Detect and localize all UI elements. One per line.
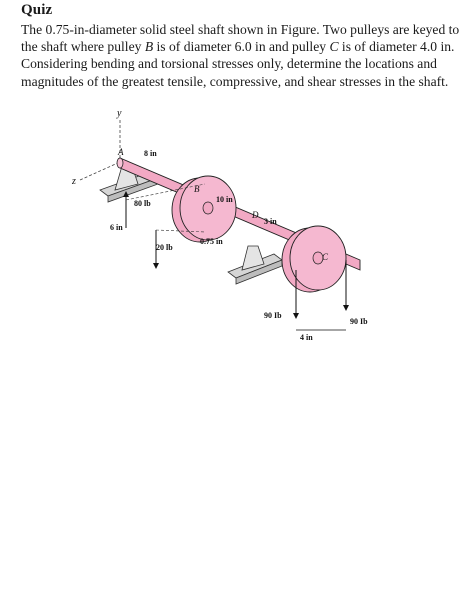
point-d-label: D bbox=[251, 210, 259, 220]
dim-6in-label: 6 in bbox=[110, 223, 123, 232]
dim-075in-label: 0.75 in bbox=[200, 237, 223, 246]
point-b-label: B bbox=[194, 184, 200, 194]
problem-text-1: The 0.75-in-diameter solid steel shaft s… bbox=[21, 22, 460, 55]
force-90lb-right-label: 90 Ib bbox=[350, 317, 368, 326]
dim-10in-label: 10 in bbox=[216, 195, 233, 204]
pulley-c-symbol: C bbox=[329, 39, 339, 55]
problem-text-2: is of diameter 6.0 in and pulley bbox=[153, 39, 330, 55]
quiz-title: Quiz bbox=[21, 2, 53, 18]
point-a-label: A bbox=[117, 147, 124, 157]
dim-8in-label: 8 in bbox=[144, 149, 157, 158]
force-90lb-left-label: 90 Ib bbox=[264, 311, 282, 320]
dim-3in-label: 3 in bbox=[264, 217, 277, 226]
problem-text-3: is of diameter 4.0 in. Considering bendi… bbox=[21, 39, 455, 89]
force-20lb-label: 20 lb bbox=[156, 243, 173, 252]
point-c-label: C bbox=[322, 252, 329, 262]
y-axis-label: y bbox=[116, 108, 122, 119]
belt-line-lower bbox=[155, 229, 206, 233]
pulley-b-symbol: B bbox=[144, 39, 154, 55]
force-80lb-label: 80 lb bbox=[134, 199, 151, 208]
problem-statement: The 0.75-in-diameter solid steel shaft s… bbox=[21, 21, 469, 90]
shaft-figure: y z bbox=[60, 100, 460, 360]
dim-4in-label: 4 in bbox=[300, 333, 313, 342]
pulley-b bbox=[171, 175, 237, 243]
z-axis-line bbox=[79, 161, 121, 181]
middle-bearing-support bbox=[227, 245, 283, 285]
belt-line-upper bbox=[125, 183, 206, 201]
pulley-c bbox=[281, 225, 347, 293]
z-axis-label: z bbox=[71, 176, 76, 187]
shaft-diagram: y z bbox=[71, 108, 368, 342]
